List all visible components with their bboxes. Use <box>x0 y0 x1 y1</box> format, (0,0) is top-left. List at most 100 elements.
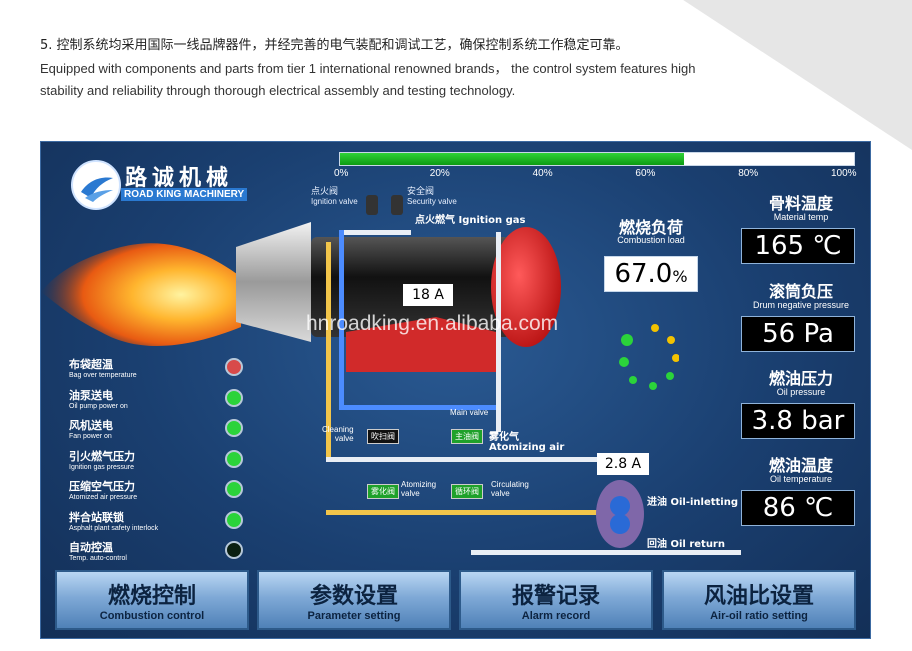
status-label-en: Asphalt plant safety interlock <box>69 524 159 532</box>
loading-spinner-icon <box>619 324 679 390</box>
oil-return-cn: 回油 <box>647 539 667 550</box>
ignition-valve-label: 点火阀 Ignition valve <box>311 184 358 206</box>
main-pipe-vertical <box>496 232 501 432</box>
combustion-progress-bar <box>339 152 855 166</box>
oil-return-label: 回油 Oil return <box>647 535 725 550</box>
cleaning-valve-tag[interactable]: 吹扫阀 <box>367 429 399 444</box>
status-label-en: Oil pump power on <box>69 402 128 410</box>
nav-button-label-en: Combustion control <box>99 610 205 622</box>
ignition-gas-cn: 点火燃气 <box>415 215 455 226</box>
cleaning-valve-label: Cleaning valve <box>322 425 354 443</box>
status-label-en: Ignition gas pressure <box>69 463 134 471</box>
progress-tick-label: 100% <box>831 168 857 179</box>
oil-return-pipe <box>471 550 741 555</box>
status-label-cn: 拌合站联锁 <box>69 510 124 524</box>
header-english-line-2: stability and reliability through thorou… <box>40 83 516 98</box>
circulating-valve-label: Circulating valve <box>491 480 529 498</box>
status-label-en: Temp. auto-control <box>69 555 127 562</box>
atomizing-valve-tag[interactable]: 雾化阀 <box>367 484 399 499</box>
progress-tick-label: 40% <box>532 168 553 179</box>
oil-pipe-lower <box>326 510 606 515</box>
progress-tick-label: 0% <box>334 168 349 179</box>
status-label-cn: 布袋超温 <box>69 358 113 371</box>
atomizing-valve-label: Atomizing valve <box>401 480 437 498</box>
reading-value-display: 3.8 bar <box>741 403 855 439</box>
nav-button-label-cn: 燃烧控制 <box>107 584 196 609</box>
oil-pump-icon <box>596 480 644 548</box>
status-label-cn: 自动控温 <box>69 541 113 554</box>
header-english-line-1: Equipped with components and parts from … <box>40 61 696 76</box>
gas-pipe-top <box>341 230 411 235</box>
combustion-load-display: 67.0% <box>604 256 698 292</box>
flame-icon <box>41 243 241 346</box>
combustion-load-title: 燃烧负荷 <box>618 218 683 237</box>
combustion-load-unit: % <box>672 267 688 286</box>
ignition-gas-label: 点火燃气 Ignition gas <box>415 211 525 226</box>
progress-tick-label: 80% <box>738 168 759 179</box>
oil-inlet-label: 进油 Oil-inletting <box>647 493 738 508</box>
ignition-gas-en: Ignition gas <box>458 215 526 226</box>
fan-current-display: 18 A <box>403 284 453 306</box>
status-indicator-led-icon <box>225 358 243 376</box>
status-label-cn: 压缩空气压力 <box>69 480 135 493</box>
ignition-valve-en: Ignition valve <box>311 197 358 206</box>
oil-inlet-cn: 进油 <box>647 497 667 508</box>
reading-title: 燃油压力 <box>768 369 833 388</box>
status-label-cn: 油泵送电 <box>69 388 113 402</box>
progress-tick-label: 20% <box>429 168 450 179</box>
progress-tick-label: 60% <box>635 168 656 179</box>
status-indicator-led-icon <box>225 510 243 529</box>
nav-button-label-cn: 报警记录 <box>511 584 600 609</box>
reading-subtitle: Oil temperature <box>769 474 833 484</box>
nav-button-label-en: Air-oil ratio setting <box>710 610 808 622</box>
atomizing-air-cn: 雾化气 <box>489 432 519 443</box>
atomizing-air-en: Atomizing air <box>489 442 565 453</box>
status-indicator-led-icon <box>225 449 243 468</box>
oil-return-en: Oil return <box>670 539 725 550</box>
status-indicator-led-icon <box>225 541 243 559</box>
combustion-load-value: 67.0 <box>614 259 673 289</box>
reading-title: 骨料温度 <box>768 194 833 213</box>
oil-pipe-vertical <box>326 242 331 457</box>
status-label-cn: 风机送电 <box>69 419 113 432</box>
reading-subtitle: Oil pressure <box>776 387 826 397</box>
nav-button-label-cn: 参数设置 <box>309 584 398 609</box>
combustion-progress-fill <box>340 153 685 165</box>
pump-current-display: 2.8 A <box>597 453 649 475</box>
status-label-cn: 引火燃气压力 <box>69 449 135 463</box>
oil-inlet-en: Oil-inletting <box>670 497 739 508</box>
oil-pipe-middle <box>326 457 606 462</box>
security-valve-en: Security valve <box>407 197 457 206</box>
header-chinese-text: 5. 控制系统均采用国际一线品牌器件，并经完善的电气装配和调试工艺，确保控制系统… <box>40 38 629 53</box>
security-valve-icon[interactable] <box>391 195 403 215</box>
reading-subtitle: Drum negative pressure <box>752 300 850 310</box>
circulating-valve-tag[interactable]: 循环阀 <box>451 484 483 499</box>
reading-title: 燃油温度 <box>768 456 833 475</box>
air-pipe-vertical <box>339 230 344 405</box>
security-valve-cn: 安全阀 <box>407 186 435 196</box>
reading-value-display: 86 ℃ <box>741 490 855 526</box>
combustion-load-subtitle: Combustion load <box>617 235 685 245</box>
main-oil-valve-tag[interactable]: 主油阀 <box>451 429 483 444</box>
logo-chinese-text: 路诚机械 <box>125 166 234 191</box>
nav-button-label-cn: 风油比设置 <box>703 584 814 609</box>
air-pipe-horizontal <box>339 405 499 410</box>
reading-subtitle: Material temp <box>773 212 829 222</box>
watermark-text: hnroadking.en.alibaba.com <box>306 312 559 335</box>
status-label-en: Fan power on <box>69 433 112 440</box>
status-indicator-led-icon <box>225 388 243 407</box>
ignition-valve-icon[interactable] <box>366 195 378 215</box>
logo-english-text: ROAD KING MACHINERY <box>121 188 248 201</box>
security-valve-label: 安全阀 Security valve <box>407 184 457 206</box>
